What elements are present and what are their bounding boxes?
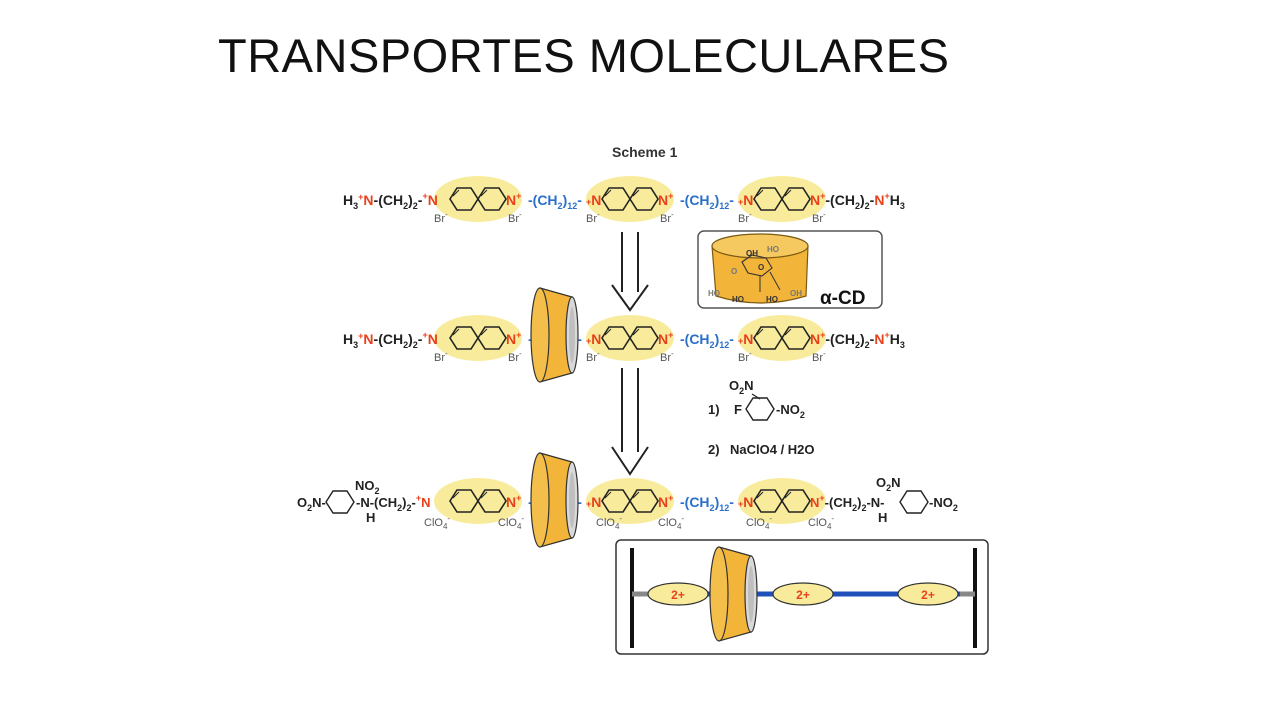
linker-ch2-12: -(CH2)12- (680, 494, 734, 513)
charge-ellipse (897, 582, 959, 606)
ammonium-right: N+-(CH2)2-N+H3 (810, 191, 905, 211)
svg-text:HO: HO (767, 245, 779, 254)
svg-text:NO2: NO2 (355, 478, 380, 496)
row2-pseudorotaxane: H3+N-(CH2)2-+N N+ -(CH2)12- +N N+ -(CH2)… (343, 287, 905, 383)
svg-text:O2N: O2N (729, 378, 754, 396)
svg-text:Br-: Br- (508, 210, 522, 225)
dinitrophenyl-right (899, 490, 929, 514)
cyclodextrin-ring (530, 287, 579, 383)
reagents: O2N 1) F -NO2 2) NaClO4 / H2O (708, 378, 815, 457)
svg-text:O: O (758, 263, 764, 272)
svg-text:Br-: Br- (434, 210, 448, 225)
svg-text:Br-: Br- (812, 349, 826, 364)
svg-text:ClO4-: ClO4- (808, 514, 834, 531)
svg-text:-NO2: -NO2 (776, 402, 805, 420)
reaction-arrow-1 (611, 232, 649, 312)
linker-ch2-12: -(CH2)12- (528, 192, 582, 211)
svg-text:HO: HO (708, 289, 720, 298)
bromide-counterions: Br- Br- Br- Br- Br- Br- (434, 349, 826, 364)
svg-text:ClO4-: ClO4- (658, 514, 684, 531)
linker-ch2-12: -(CH2)12- (680, 331, 734, 350)
svg-text:Br-: Br- (586, 349, 600, 364)
ammonium-left: H3+N-(CH2)2-+N (343, 330, 438, 350)
svg-text:-NO2: -NO2 (929, 495, 958, 513)
svg-text:O2N-: O2N- (297, 495, 326, 513)
svg-text:Br-: Br- (660, 349, 674, 364)
cyclodextrin-ring (530, 452, 579, 548)
scheme-label: Scheme 1 (612, 144, 678, 160)
charge-label: 2+ (921, 588, 935, 602)
charge-label: 2+ (671, 588, 685, 602)
svg-text:F: F (734, 402, 742, 417)
svg-text:Br-: Br- (738, 349, 752, 364)
svg-text:H: H (366, 510, 375, 525)
svg-text:O2N: O2N (876, 475, 901, 493)
svg-text:O: O (731, 267, 737, 276)
rotaxane-cartoon: 2+ 2+ 2+ (615, 539, 989, 655)
svg-text:OH: OH (746, 249, 758, 258)
reagent-step2: NaClO4 / H2O (730, 442, 815, 457)
svg-text:Br-: Br- (508, 349, 522, 364)
svg-text:Br-: Br- (586, 210, 600, 225)
reagent-step2-label: 2) (708, 442, 720, 457)
reaction-arrow-2 (611, 368, 649, 476)
svg-text:OH: OH (790, 289, 802, 298)
svg-text:HO: HO (766, 295, 778, 304)
dinitrophenyl-left (325, 490, 355, 514)
svg-text:Br-: Br- (812, 210, 826, 225)
svg-text:Br-: Br- (660, 210, 674, 225)
bromide-counterions: Br- Br- Br- Br- Br- Br- (434, 210, 826, 225)
svg-text:N+-(CH2)2-N-: N+-(CH2)2-N- (810, 493, 885, 513)
svg-text:Br-: Br- (738, 210, 752, 225)
cyclodextrin-ring (709, 546, 758, 642)
ammonium-left: H3+N-(CH2)2-+N (343, 191, 438, 211)
row1-dumbbell: H3+N-(CH2)2-+N N+ -(CH2)12- +N N+ -(CH2)… (343, 176, 905, 225)
row3-rotaxane: O2N- NO2 -N-(CH2)2-+N H N+ -(CH2)12- +N … (297, 452, 958, 548)
alpha-cd-label: α-CD (820, 288, 865, 309)
svg-text:Br-: Br- (434, 349, 448, 364)
slide-title: TRANSPORTES MOLECULARES (218, 29, 950, 82)
ammonium-right: N+-(CH2)2-N+H3 (810, 330, 905, 350)
alpha-cd-box: OH HO O O HO HO HO OH α-CD (697, 230, 883, 309)
svg-text:ClO4-: ClO4- (498, 514, 524, 531)
linker-ch2-12: -(CH2)12- (680, 192, 734, 211)
svg-text:ClO4-: ClO4- (596, 514, 622, 531)
charge-ellipse (647, 582, 709, 606)
svg-text:-N-(CH2)2-+N: -N-(CH2)2-+N (356, 493, 431, 513)
reagent-step1: 1) (708, 402, 720, 417)
charge-ellipse (772, 582, 834, 606)
svg-text:ClO4-: ClO4- (424, 514, 450, 531)
svg-text:HO: HO (732, 295, 744, 304)
charge-label: 2+ (796, 588, 810, 602)
svg-text:H: H (878, 510, 887, 525)
svg-text:ClO4-: ClO4- (746, 514, 772, 531)
